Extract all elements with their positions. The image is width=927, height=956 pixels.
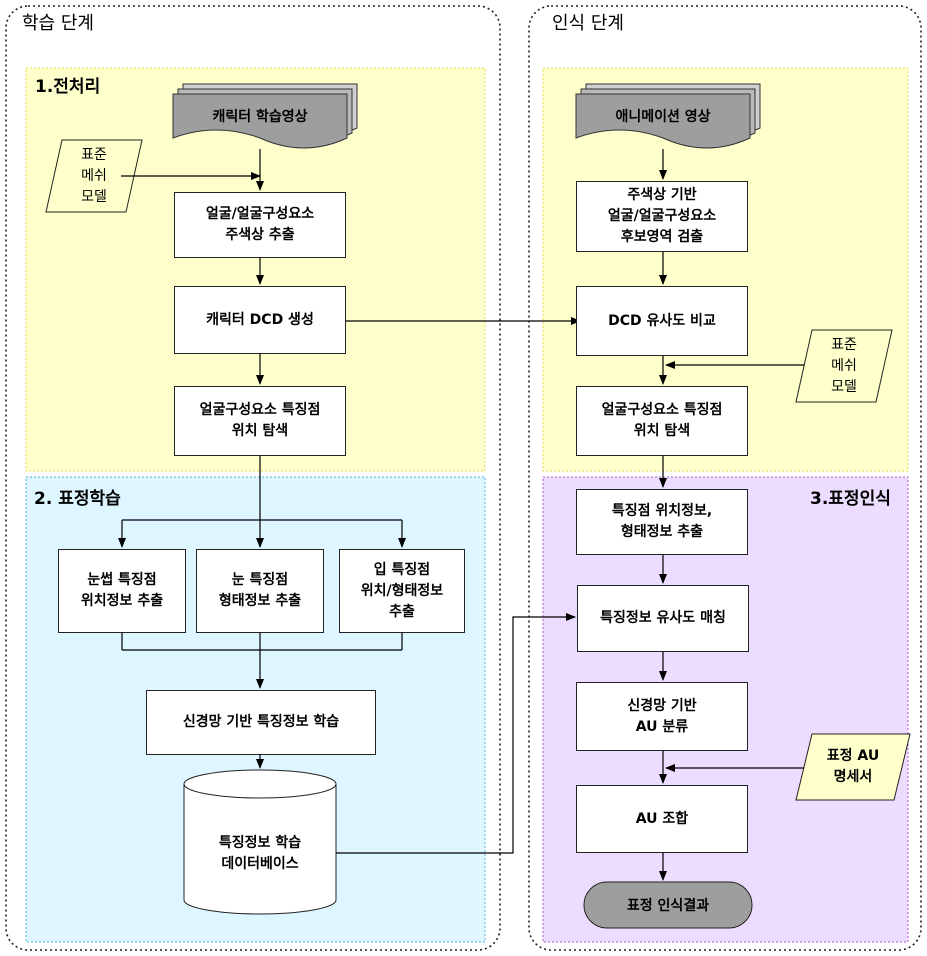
recognition-phase-title: 인식 단계 (552, 13, 624, 34)
expression-learning-section-title: 2. 표정학습 (34, 489, 121, 509)
au-spec-shape (795, 733, 911, 801)
preprocess-section-title: 1.전처리 (35, 77, 101, 97)
learning-phase-frame (5, 5, 501, 951)
expression-recognition-section-title: 3.표정인식 (810, 489, 891, 509)
similarity-match-box: 특징정보 유사도 매칭 (577, 585, 749, 652)
learning-phase-title: 학습 단계 (22, 13, 94, 34)
feature-extract-box: 특징점 위치정보, 형태정보 추출 (576, 489, 748, 555)
learning-mesh-model-label: 표준 메쉬 모델 (81, 146, 107, 205)
learning-source-label: 캐릭터 학습영상 (212, 109, 308, 125)
au-spec-label: 표정 AU 명세서 (826, 748, 880, 785)
au-combine-box: AU 조합 (576, 785, 748, 853)
mouth-feature-box: 입 특징점 위치/형태정보 추출 (339, 549, 465, 633)
result-terminal (583, 881, 753, 929)
dcd-compare-box: DCD 유사도 비교 (576, 286, 748, 356)
database-label: 특징정보 학습 데이터베이스 (218, 835, 302, 872)
recognition-phase-frame (528, 5, 922, 951)
eyebrow-feature-box: 눈썹 특징점 위치정보 추출 (58, 549, 186, 633)
dcd-generate-box: 캐릭터 DCD 생성 (174, 286, 346, 354)
recognition-mesh-model-shape (795, 329, 893, 403)
recognition-feature-search-box: 얼굴구성요소 특징점 위치 탐색 (576, 386, 748, 456)
au-classify-box: 신경망 기반 AU 분류 (576, 682, 748, 751)
eye-feature-box: 눈 특징점 형태정보 추출 (196, 549, 324, 633)
learning-mesh-model-shape (45, 139, 143, 213)
recognition-source-document (575, 83, 761, 149)
result-label: 표정 인식결과 (626, 898, 710, 914)
learning-source-document (172, 83, 358, 149)
hue-extract-box: 얼굴/얼굴구성요소 주색상 추출 (174, 192, 346, 258)
recognition-mesh-model-label: 표준 메쉬 모델 (831, 336, 857, 395)
learning-feature-search-box: 얼굴구성요소 특징점 위치 탐색 (174, 386, 346, 456)
recognition-source-label: 애니메이션 영상 (615, 109, 711, 125)
database-cylinder (183, 769, 337, 915)
nn-learning-box: 신경망 기반 특징정보 학습 (146, 690, 376, 755)
candidate-detect-box: 주색상 기반 얼굴/얼굴구성요소 후보영역 검출 (576, 181, 748, 252)
